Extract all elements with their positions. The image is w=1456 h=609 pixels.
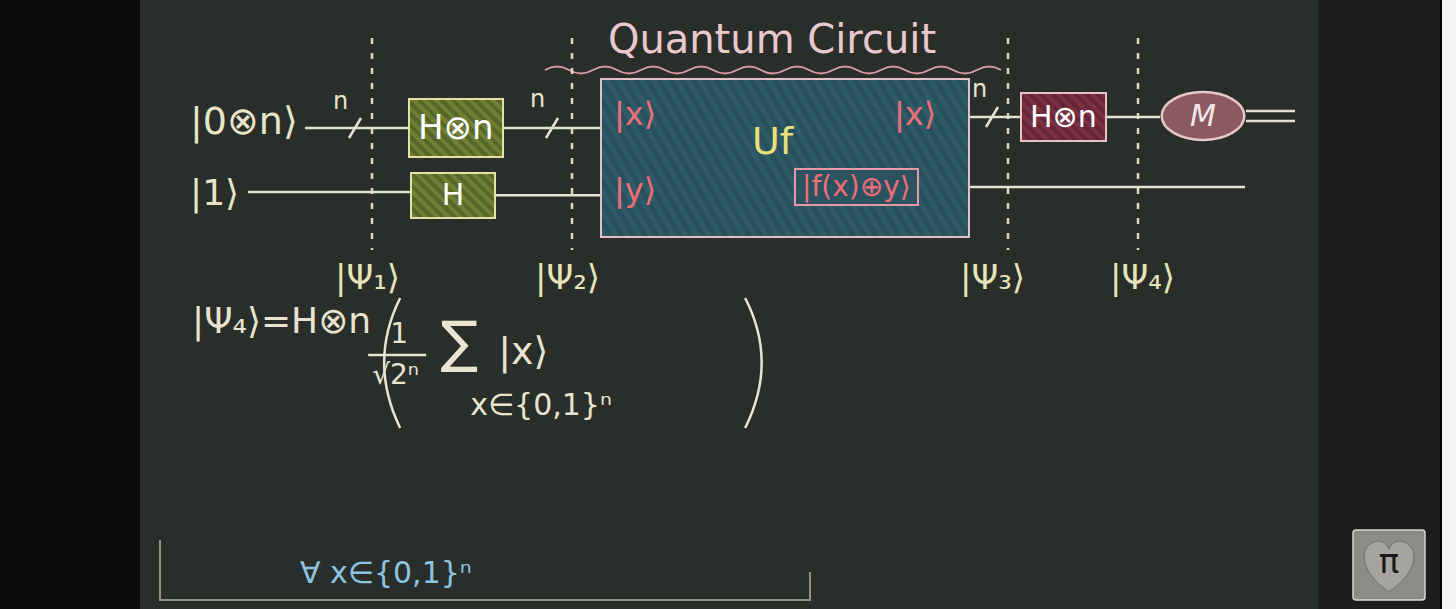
- dashed-divider: [1137, 38, 1140, 250]
- classical-wire: [1246, 111, 1295, 121]
- meter-ellipse: [1162, 92, 1245, 140]
- qubit-wire: [504, 127, 600, 130]
- state-dividers: [372, 38, 1138, 250]
- state-label: |Ψ₄⟩: [1110, 258, 1175, 297]
- logo-mark: π: [1379, 542, 1399, 581]
- qubit-wire: [496, 194, 600, 197]
- state-label: |Ψ₁⟩: [335, 258, 400, 297]
- fraction-bar: [368, 354, 426, 357]
- qubit-wire: [970, 116, 1020, 119]
- dashed-divider: [1007, 38, 1010, 250]
- box-label: H⊗n: [418, 108, 494, 147]
- qubit-count: n: [333, 88, 348, 116]
- input-state: |1⟩: [190, 172, 239, 213]
- box-label: M: [1190, 99, 1216, 134]
- bus-slash: [349, 118, 361, 138]
- state-label: |Ψ₃⟩: [960, 258, 1025, 297]
- equation-marks: [745, 298, 762, 428]
- register-ket: |x⟩: [614, 96, 656, 133]
- ket-term: |x⟩: [498, 330, 548, 374]
- logo-heart: [1364, 541, 1414, 592]
- margin-line: [1440, 0, 1442, 609]
- frame-strip: [1318, 0, 1440, 609]
- chalkboard: [140, 0, 1318, 609]
- oracle-name: Uf: [752, 120, 793, 164]
- input-wire: [248, 191, 410, 194]
- oracle-box: Uf |x⟩ |y⟩ |x⟩ |f(x)⊕y⟩: [600, 78, 970, 238]
- qubit-count: n: [972, 76, 987, 104]
- fraction-numerator: 1: [390, 318, 408, 350]
- box-label: H⊗n: [1030, 100, 1097, 135]
- box-label: |f(x)⊕y⟩: [802, 171, 911, 203]
- box-label: H: [442, 178, 465, 213]
- close-paren: [745, 298, 762, 428]
- register-ket: |x⟩: [894, 96, 936, 133]
- fraction-denominator: √2ⁿ: [372, 359, 419, 391]
- hadamard-box: H: [410, 172, 496, 219]
- wavy-underline: [545, 67, 1001, 74]
- output-wire: [970, 186, 1245, 189]
- state-label: |Ψ₂⟩: [535, 258, 600, 297]
- logo-tile: [1353, 530, 1425, 600]
- equation-lhs: |Ψ₄⟩=H⊗n: [192, 300, 371, 341]
- title: Quantum Circuit: [608, 16, 936, 62]
- note: ∀ x∈{0,1}ⁿ: [300, 556, 472, 591]
- qubit-wire: [1107, 116, 1160, 119]
- register-ket: |y⟩: [614, 172, 656, 209]
- sum-range: x∈{0,1}ⁿ: [470, 388, 612, 423]
- qubit-count: n: [530, 86, 545, 114]
- hadamard-box: H⊗n: [408, 98, 504, 158]
- measurement-meter: M: [1160, 90, 1246, 142]
- page-margin: [1440, 0, 1456, 609]
- input-state: |0⊗n⟩: [190, 100, 298, 144]
- dashed-divider: [571, 38, 574, 250]
- equation-marks: [368, 298, 426, 428]
- sum-sign: ∑: [440, 310, 478, 374]
- hadamard-box: H⊗n: [1020, 92, 1107, 142]
- output-register-box: |f(x)⊕y⟩: [794, 168, 919, 206]
- dashed-divider: [371, 38, 374, 250]
- bracket: [160, 540, 810, 600]
